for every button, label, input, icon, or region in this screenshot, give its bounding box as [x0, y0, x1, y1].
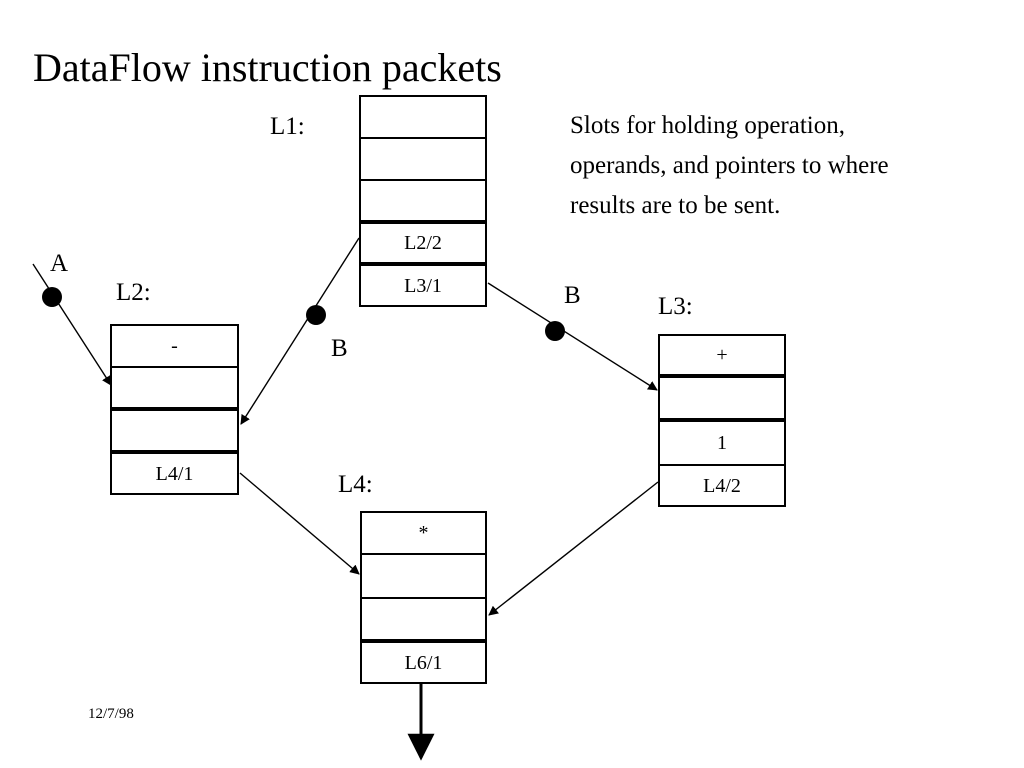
packet-l1-slot-4: L3/1 — [361, 266, 485, 305]
token-dot-a — [42, 287, 62, 307]
packet-box-l3[interactable]: + 1 L4/2 — [658, 334, 786, 507]
edge-l1-to-l2 — [240, 237, 360, 425]
page-title: DataFlow instruction packets — [33, 45, 502, 90]
packet-l3-slot-2: 1 — [660, 422, 784, 466]
edge-label-b-right: B — [564, 282, 581, 309]
packet-l2-slot-3: L4/1 — [112, 454, 237, 493]
packet-l1-slot-3: L2/2 — [361, 224, 485, 266]
edge-label-b-left: B — [331, 335, 348, 362]
packet-l3-slot-3: L4/2 — [660, 466, 784, 505]
date-stamp: 12/7/98 — [88, 706, 134, 722]
edge-l3-to-l4 — [488, 481, 659, 616]
packet-label-l3: L3: — [658, 293, 693, 320]
packet-l3-slot-1 — [660, 378, 784, 422]
packet-l2-slot-0: - — [112, 326, 237, 368]
packet-l4-slot-3: L6/1 — [362, 643, 485, 682]
packet-box-l1[interactable]: L2/2 L3/1 — [359, 95, 487, 307]
packet-l1-slot-1 — [361, 139, 485, 181]
packet-l4-slot-0: * — [362, 513, 485, 555]
packet-label-l1: L1: — [270, 113, 305, 140]
token-dot-b-left — [306, 305, 326, 325]
slots-description-text: Slots for holding operation, operands, a… — [570, 112, 889, 219]
edge-a-to-l2 — [32, 263, 112, 386]
packet-label-l4: L4: — [338, 471, 373, 498]
packet-box-l2[interactable]: - L4/1 — [110, 324, 239, 495]
packet-box-l4[interactable]: * L6/1 — [360, 511, 487, 684]
packet-l4-slot-1 — [362, 555, 485, 599]
packet-l2-slot-1 — [112, 368, 237, 411]
packet-l1-slot-0 — [361, 97, 485, 139]
packet-l4-slot-2 — [362, 599, 485, 643]
packet-l1-slot-2 — [361, 181, 485, 224]
packet-l2-slot-2 — [112, 411, 237, 454]
edge-label-a: A — [50, 250, 69, 277]
packet-label-l2: L2: — [116, 279, 151, 306]
token-dot-b-right — [545, 321, 565, 341]
packet-l3-slot-0: + — [660, 336, 784, 378]
